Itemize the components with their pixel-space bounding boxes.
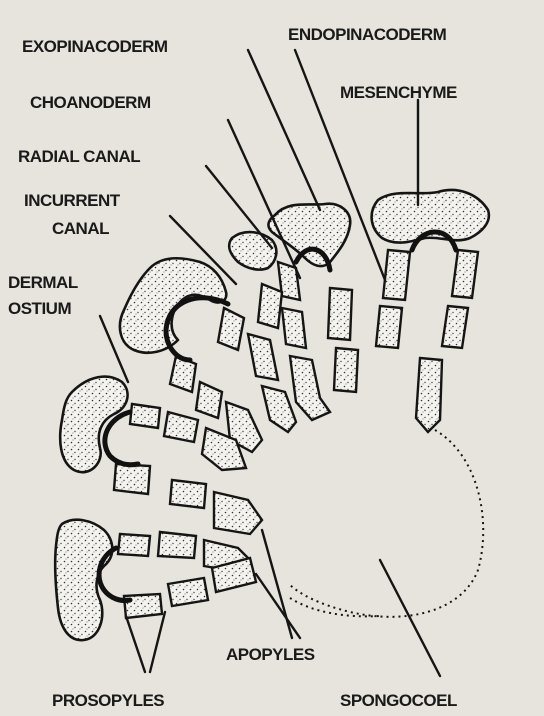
- dermal-ostium-mesenchyme: [120, 258, 226, 353]
- wall-cell: [214, 492, 262, 534]
- wall-cell: [262, 386, 296, 432]
- mesenchyme-lobe: [60, 377, 127, 473]
- wall-cell: [196, 382, 222, 418]
- wall-cell: [328, 288, 352, 340]
- mesenchyme-lobe: [229, 232, 276, 270]
- leader-prosopyles-2: [150, 612, 165, 672]
- wall-cell: [248, 334, 278, 380]
- wall-cell: [218, 308, 244, 350]
- label-endopinacoderm: ENDOPINACODERM: [288, 25, 447, 44]
- label-exopinacoderm: EXOPINACODERM: [22, 37, 168, 56]
- wall-cell: [170, 480, 206, 508]
- wall-cell: [164, 412, 198, 442]
- wall-cell: [416, 358, 442, 432]
- spongocoel-boundary: [290, 430, 483, 617]
- label-radial-canal: RADIAL CANAL: [18, 147, 140, 166]
- label-dermal-ostium-line1: DERMAL: [8, 273, 78, 292]
- label-dermal-ostium-line2: OSTIUM: [8, 299, 71, 318]
- wall-cell: [258, 284, 282, 328]
- label-choanoderm: CHOANODERM: [30, 93, 151, 112]
- wall-cell: [114, 464, 150, 494]
- choanoderm-cell: [442, 306, 468, 348]
- label-spongocoel: SPONGOCOEL: [340, 691, 457, 710]
- endopinacoderm-cell: [383, 250, 410, 300]
- mesenchyme-lobe: [55, 520, 112, 640]
- wall-cell: [168, 578, 208, 606]
- wall-cell: [334, 348, 358, 392]
- endopinacoderm-cell: [376, 306, 402, 348]
- leader-prosopyles-1: [126, 616, 145, 672]
- label-mesenchyme: MESENCHYME: [340, 83, 457, 102]
- leader-spongocoel: [380, 560, 440, 676]
- wall-cell: [282, 308, 306, 348]
- label-incurrent-canal-line1: INCURRENT: [24, 191, 121, 210]
- wall-cell: [158, 532, 196, 558]
- wall-cell: [130, 404, 160, 428]
- label-apopyles: APOPYLES: [226, 645, 315, 664]
- label-incurrent-canal-line2: CANAL: [52, 219, 109, 238]
- choanoderm-lining: [99, 548, 130, 601]
- choanoderm-lining: [166, 298, 228, 360]
- label-prosopyles: PROSOPYLES: [52, 691, 164, 710]
- choanoderm-cell: [452, 250, 478, 298]
- wall-cell: [118, 534, 150, 556]
- wall-cell: [290, 356, 330, 420]
